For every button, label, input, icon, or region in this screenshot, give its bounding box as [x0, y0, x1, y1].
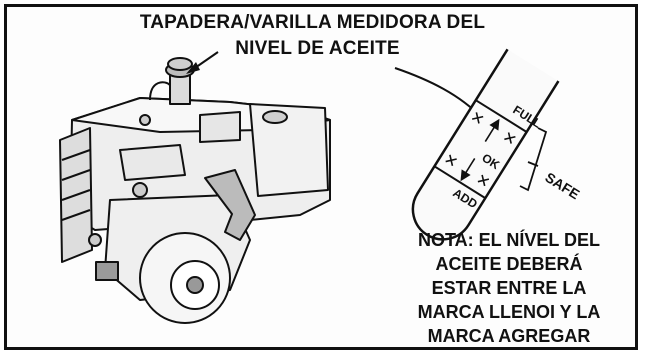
note-line-5: MARCA AGREGAR — [427, 326, 591, 346]
dipstick — [411, 48, 560, 241]
note-line-1: NOTA: EL NÍVEL DEL — [417, 230, 600, 250]
engine-illustration — [59, 57, 331, 324]
oil-level-note: NOTA: EL NÍVEL DEL ACEITE DEBERÁ ESTAR E… — [398, 228, 620, 348]
note-line-3: ESTAR ENTRE LA — [431, 278, 587, 298]
note-line-2: ACEITE DEBERÁ — [435, 254, 583, 274]
pointer-line-cap — [186, 51, 219, 74]
title-line-2: NIVEL DE ACEITE — [235, 38, 400, 59]
dipstick-safe-label: SAFE — [542, 169, 582, 202]
safe-bracket — [519, 127, 548, 192]
note-line-4: MARCA LLENOI Y LA — [417, 302, 601, 322]
title-line-1: TAPADERA/VARILLA MEDIDORA DEL — [139, 12, 486, 33]
